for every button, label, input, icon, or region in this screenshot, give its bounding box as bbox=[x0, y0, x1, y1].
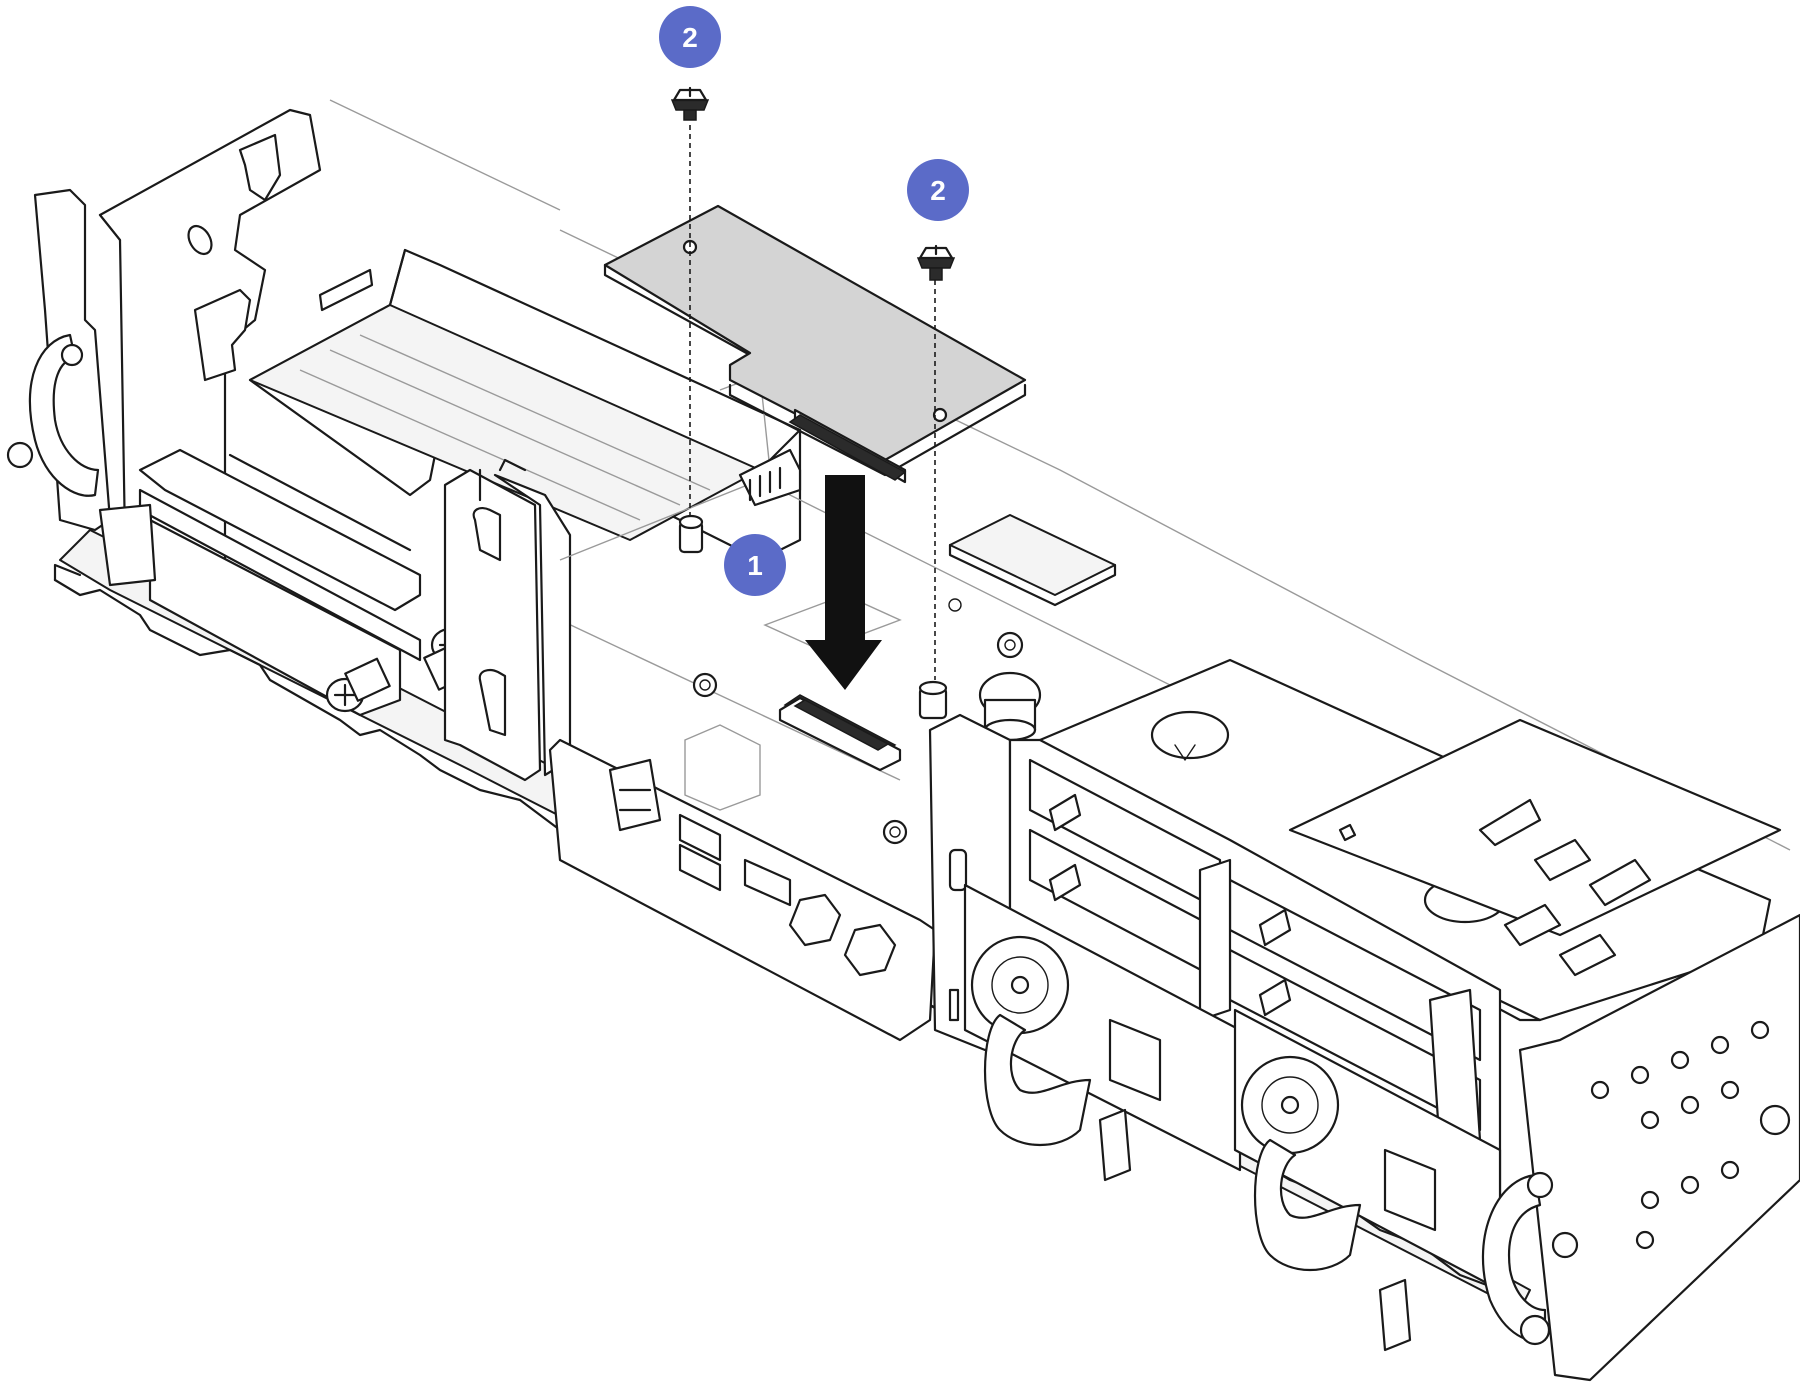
standoff-nut-icon bbox=[996, 631, 1024, 659]
callout-label: 2 bbox=[682, 22, 698, 53]
standoff-nut-icon bbox=[692, 672, 718, 698]
handle-icon[interactable] bbox=[983, 1013, 1092, 1147]
callout-step-2b: 2 bbox=[907, 159, 969, 221]
screw-guides bbox=[689, 125, 936, 680]
connector-icon bbox=[778, 694, 902, 772]
hex-nut-icon bbox=[788, 893, 842, 947]
fan-icon bbox=[1240, 1055, 1340, 1155]
thumbscrew-icon[interactable] bbox=[325, 657, 391, 713]
riser-cage bbox=[248, 248, 802, 562]
callout-step-1: 1 bbox=[724, 534, 786, 596]
standoff-nut-icon bbox=[882, 819, 908, 845]
power-supply-right bbox=[1233, 1008, 1502, 1352]
front-handle[interactable] bbox=[1481, 1171, 1554, 1346]
adapter-board bbox=[603, 204, 1027, 484]
standoff-icon bbox=[678, 514, 704, 554]
screw-icon bbox=[916, 244, 956, 281]
callout-label: 1 bbox=[747, 550, 763, 581]
standoff-nut-icon bbox=[948, 598, 962, 612]
rear-handle[interactable] bbox=[6, 188, 112, 532]
screw-icon bbox=[670, 86, 710, 121]
standoff-icon bbox=[918, 680, 948, 720]
down-arrow-icon bbox=[805, 475, 882, 690]
callout-step-2a: 2 bbox=[659, 6, 721, 68]
front-right-ear bbox=[1518, 913, 1800, 1382]
hex-nut-icon bbox=[843, 923, 897, 977]
handle-icon[interactable] bbox=[1253, 1138, 1362, 1272]
power-supply-left bbox=[963, 883, 1242, 1182]
fan-icon bbox=[970, 935, 1070, 1035]
front-panel bbox=[548, 713, 1012, 1052]
callout-label: 2 bbox=[930, 175, 946, 206]
middle-vertical-bracket bbox=[443, 458, 572, 782]
motherboard bbox=[559, 374, 1241, 845]
riser-rails bbox=[98, 448, 422, 717]
